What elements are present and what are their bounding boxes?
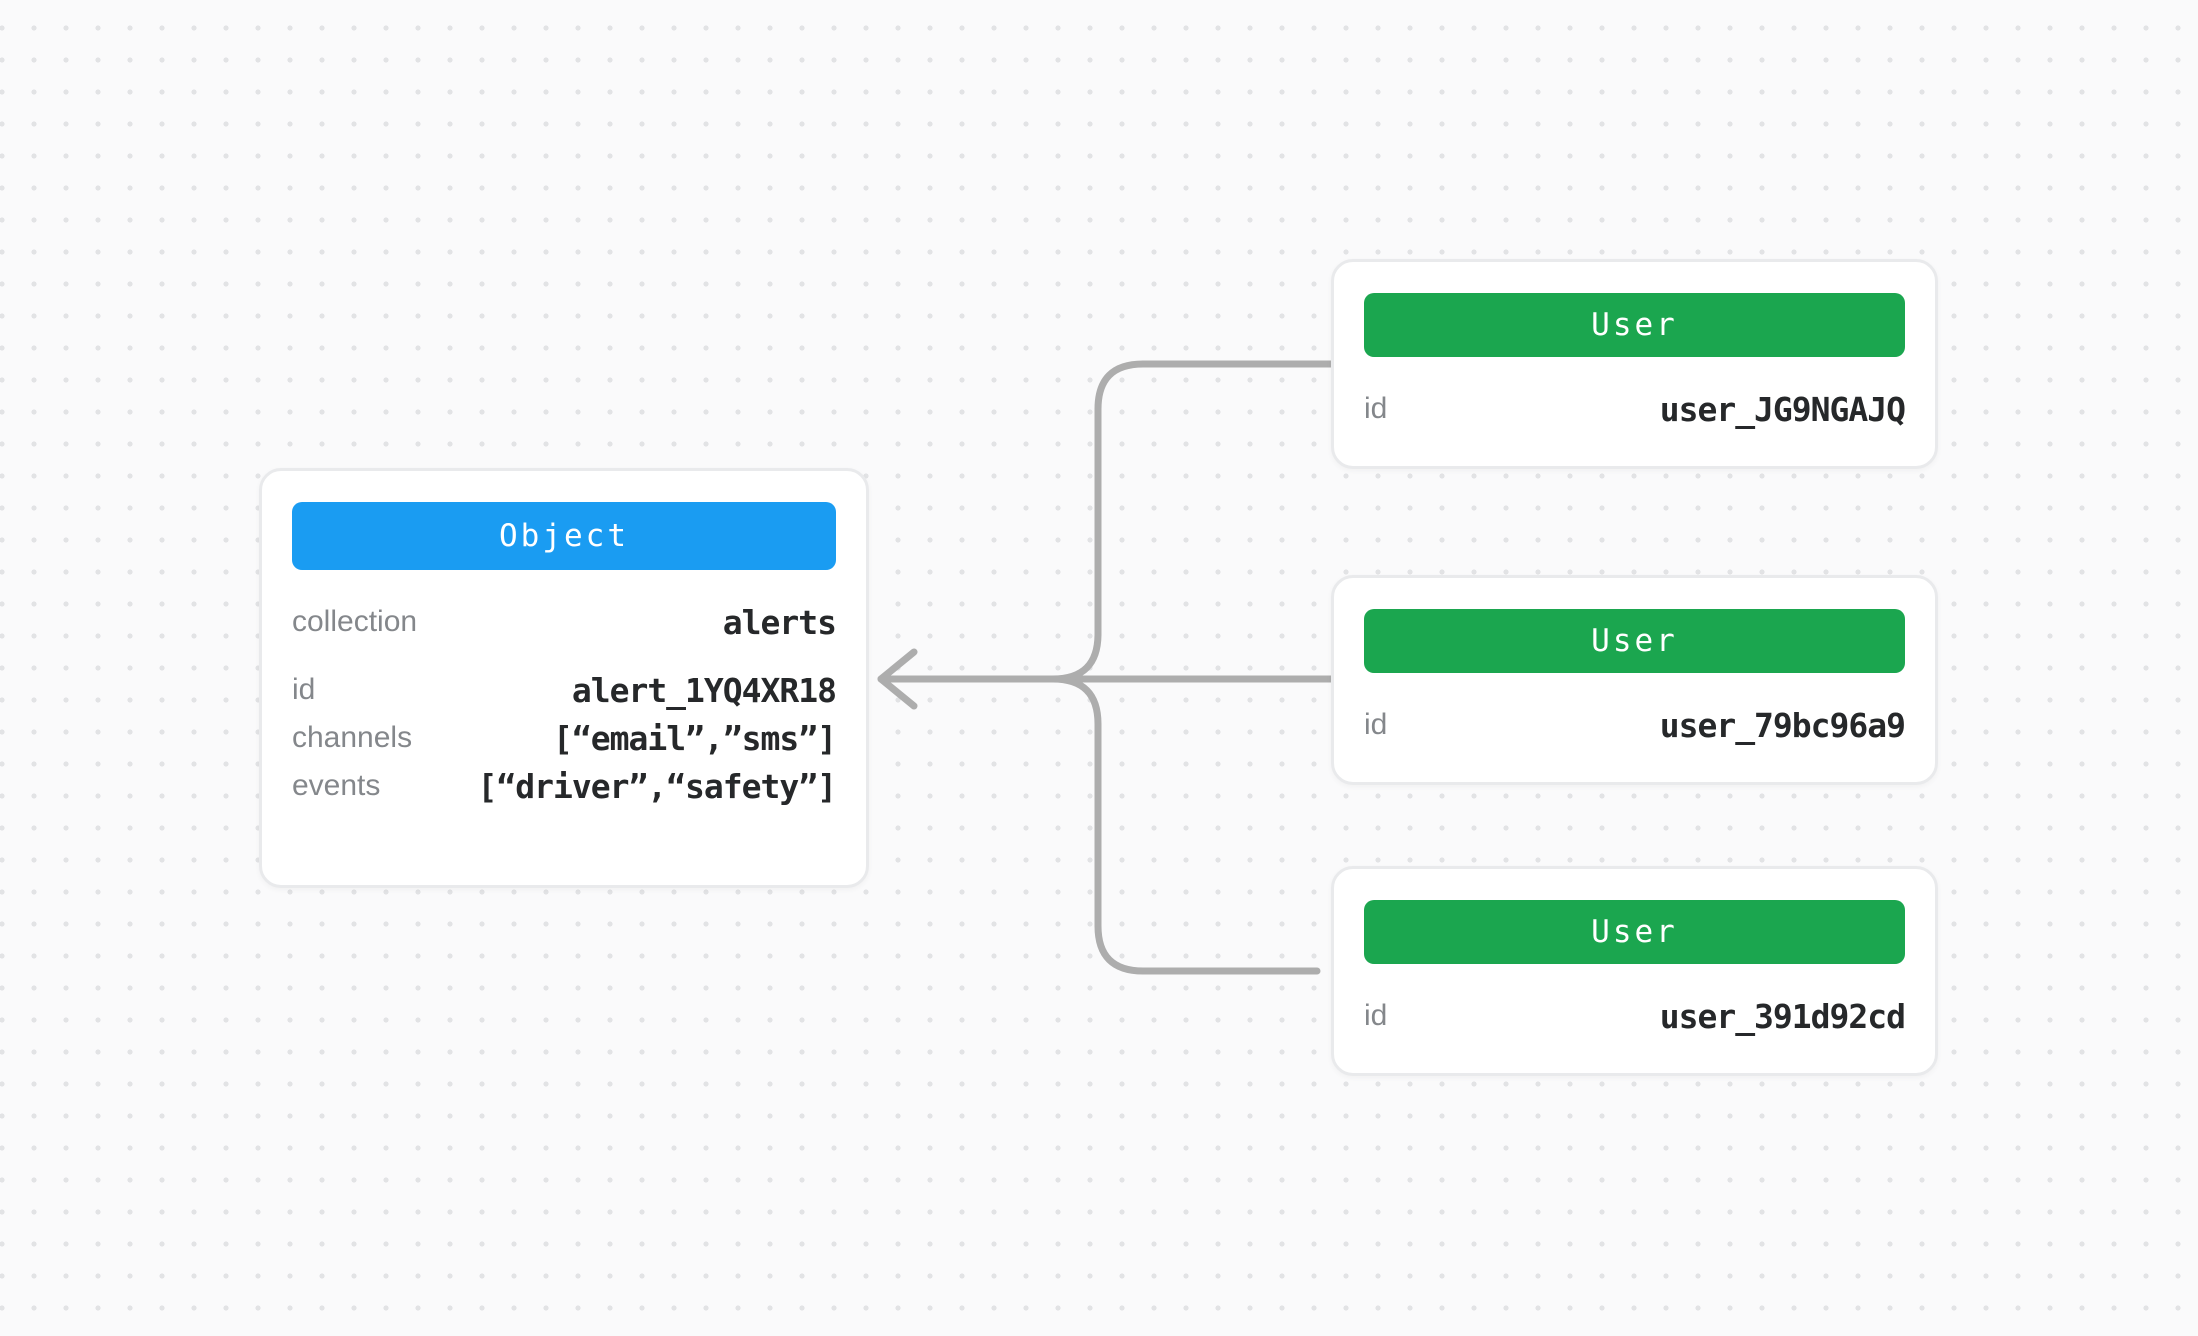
field-value: user_JG9NGAJQ	[1659, 389, 1906, 429]
field-label: collection	[292, 605, 418, 638]
user-node-header: User	[1364, 609, 1905, 673]
field-row-channels: channels [“email”,”sms”]	[292, 714, 837, 762]
connector-bottom-branch	[1049, 675, 1321, 975]
user-node-title: User	[1591, 307, 1678, 343]
field-row-id: id alert_1YQ4XR18	[292, 666, 837, 714]
object-node: Object collection alerts id alert_1YQ4XR…	[259, 468, 869, 888]
field-label: id	[1364, 708, 1388, 741]
arrowhead-icon	[877, 648, 918, 710]
field-row-events: events [“driver”,“safety”]	[292, 762, 837, 810]
field-value: alert_1YQ4XR18	[571, 670, 837, 710]
field-row-id: id user_79bc96a9	[1364, 701, 1906, 749]
field-row-id: id user_391d92cd	[1364, 992, 1906, 1040]
connector-top-branch	[1049, 360, 1336, 683]
field-label: id	[1364, 999, 1388, 1032]
field-value: [“email”,”sms”]	[552, 718, 837, 758]
field-value: alerts	[722, 602, 837, 642]
user-node-header: User	[1364, 293, 1905, 357]
user-node-title: User	[1591, 623, 1678, 659]
user-node-3: User id user_391d92cd	[1331, 866, 1938, 1076]
object-node-header: Object	[292, 502, 836, 570]
field-label: channels	[292, 721, 413, 754]
field-value: [“driver”,“safety”]	[477, 766, 837, 806]
user-node-1: User id user_JG9NGAJQ	[1331, 259, 1938, 469]
field-row-collection: collection alerts	[292, 598, 837, 646]
field-label: id	[292, 673, 316, 706]
user-node-2: User id user_79bc96a9	[1331, 575, 1938, 785]
object-node-title: Object	[499, 518, 629, 554]
field-row-id: id user_JG9NGAJQ	[1364, 385, 1906, 433]
user-node-header: User	[1364, 900, 1905, 964]
user-node-title: User	[1591, 914, 1678, 950]
field-value: user_79bc96a9	[1659, 705, 1906, 745]
field-label: id	[1364, 392, 1388, 425]
field-label: events	[292, 769, 381, 802]
field-value: user_391d92cd	[1659, 996, 1906, 1036]
